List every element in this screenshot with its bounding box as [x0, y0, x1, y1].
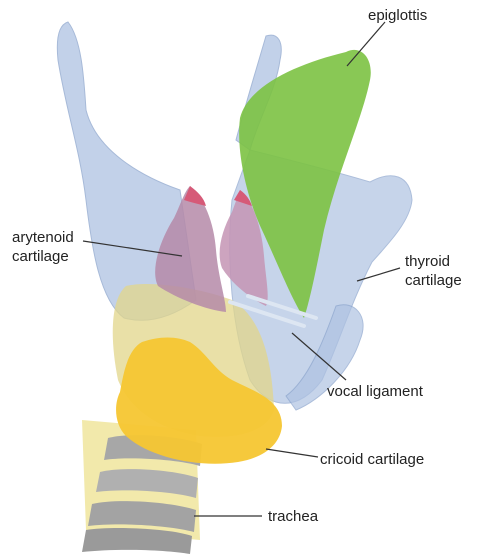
label-cricoid-cartilage: cricoid cartilage	[320, 450, 424, 469]
label-arytenoid-cartilage: arytenoid cartilage	[12, 228, 74, 266]
label-epiglottis: epiglottis	[368, 6, 427, 25]
label-thyroid-cartilage: thyroid cartilage	[405, 252, 462, 290]
cricoid-leader	[266, 449, 318, 457]
label-vocal-ligament: vocal ligament	[327, 382, 423, 401]
label-trachea: trachea	[268, 507, 318, 526]
